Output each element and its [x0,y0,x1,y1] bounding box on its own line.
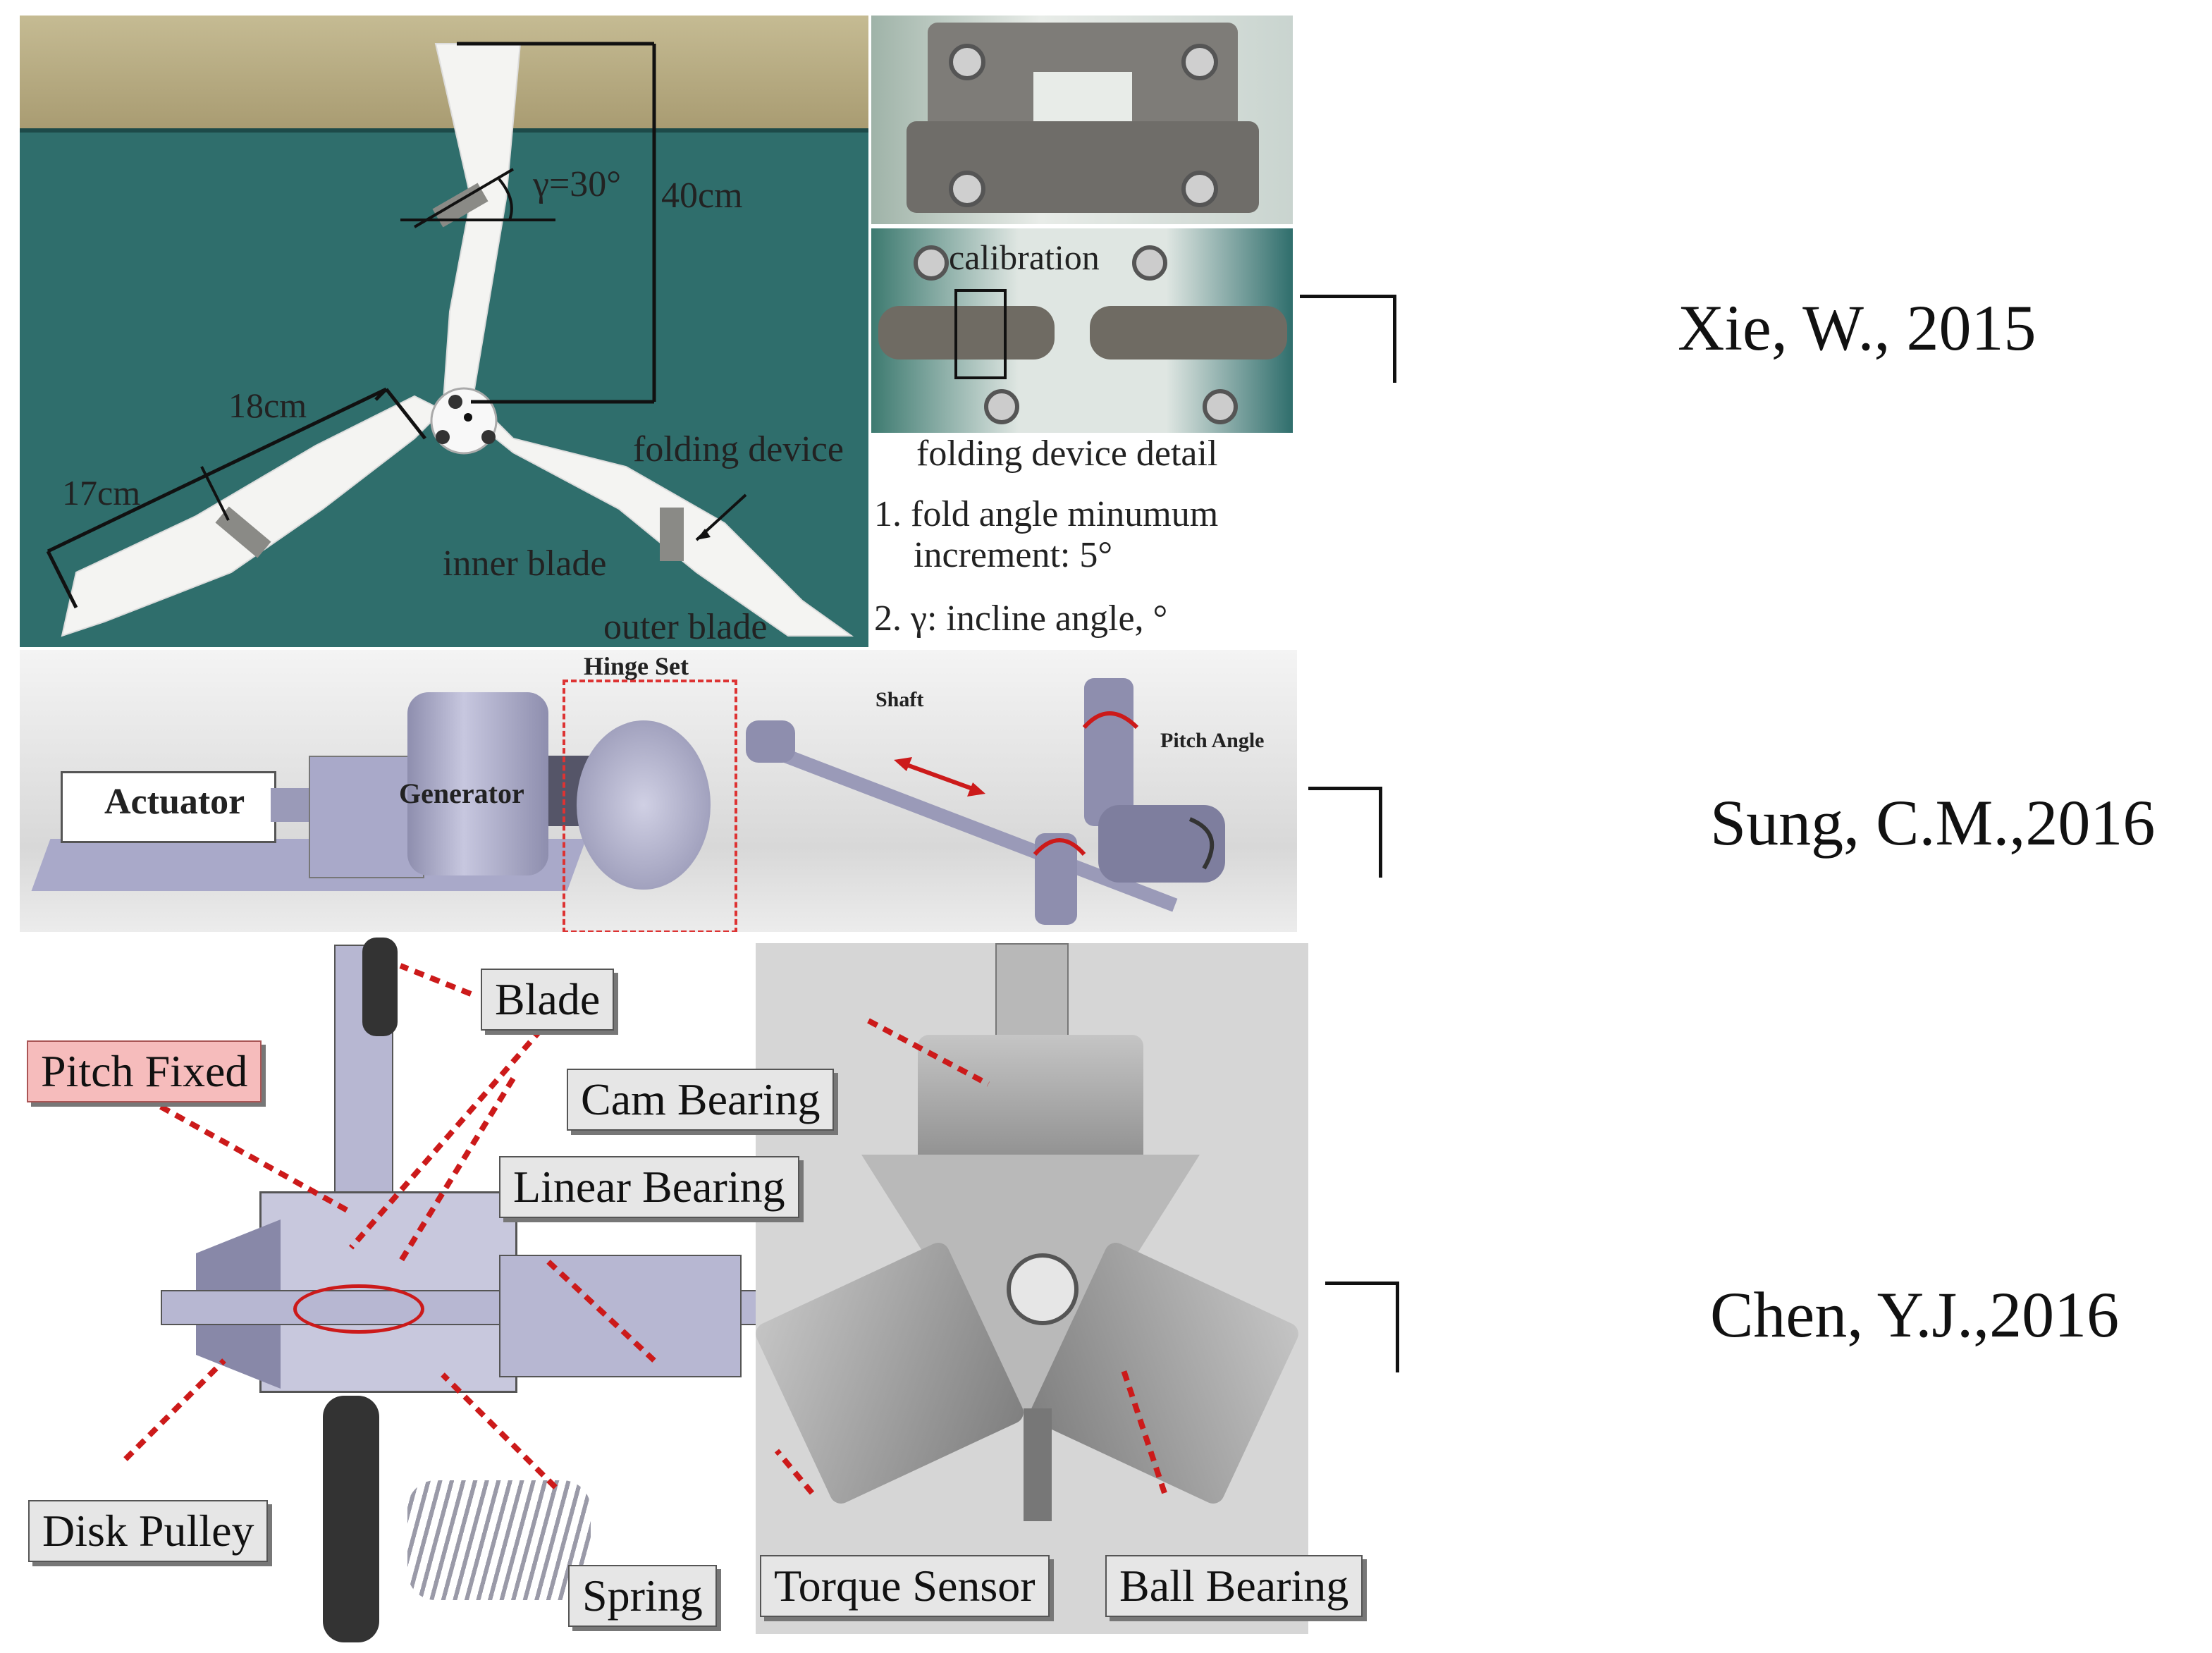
outer-span-label: 17cm [62,473,141,512]
detail-note-1a: 1. fold angle minumum [874,494,1219,534]
linear-bearing-callout: Linear Bearing [499,1156,799,1218]
blade-top [362,938,398,1036]
calibration-label: calibration [949,238,1100,277]
sung-arrows [894,711,1215,870]
pitch-angle-label: Pitch Angle [1160,729,1265,752]
bearing-ellipse [293,1284,424,1334]
torque-sensor-callout: Torque Sensor [760,1555,1050,1617]
author-chen: Chen, Y.J.,2016 [1710,1279,2120,1351]
top-blade [434,43,522,411]
generator-body [407,692,548,875]
detail-photo-bottom: calibration [871,228,1293,433]
detail-note-1b: increment: 5° [914,535,1113,575]
blade-callout: Blade [481,969,615,1031]
hinge-top [432,183,489,228]
pitch-fixed-callout: Pitch Fixed [27,1040,262,1102]
top-block [918,1035,1143,1176]
pitch-column [1084,678,1133,826]
height-label: 40cm [661,176,743,216]
bracket-sung [1308,787,1382,878]
blade-photo-panel: γ=30° 40cm 18cm 17cm folding device inne… [20,16,868,647]
calibration-box [954,289,1007,379]
spring-callout: Spring [568,1565,717,1627]
outer-blade-label: outer blade [603,607,768,647]
folding-device-label: folding device [633,429,844,469]
cam-bearing-callout: Cam Bearing [567,1069,835,1131]
hub-center [1007,1253,1079,1325]
bracket-xie [1300,295,1396,383]
spring-render [407,1480,591,1600]
pitch-joint [1098,805,1225,883]
hub-span-label: 18cm [228,386,307,425]
actuator-box [61,771,276,843]
actuator-label: Actuator [104,782,245,822]
hinge-right [660,508,684,561]
shaft-end [746,720,795,763]
chen-photo-arrows [774,1018,1167,1495]
rotor-drawing [46,42,854,637]
hinge-rod-left [878,306,1055,360]
inner-blade-label: inner blade [443,543,607,584]
left-blade [61,395,444,637]
lower-shaft [1024,1408,1052,1521]
author-xie: Xie, W., 2015 [1678,292,2036,364]
cad-panel-sung: Actuator Generator Hinge Set Shaft Pitch… [20,650,1297,932]
hub-photo-chen [756,943,1308,1634]
hinge-set-box [563,680,737,932]
chen-cad-arrows [123,963,656,1489]
author-sung: Sung, C.M.,2016 [1710,787,2156,859]
angle-label: γ=30° [533,164,622,204]
hinge-wheel [577,720,711,890]
detail-title: folding device detail [916,434,1218,474]
floor-edge [20,128,868,133]
detail-photo-top [871,16,1293,224]
hinge-rod-right [1090,306,1287,360]
detail-note-2: 2. γ: incline angle, ° [874,598,1168,639]
ball-bearing-callout: Ball Bearing [1105,1555,1363,1617]
generator-label: Generator [399,778,524,809]
bracket-chen [1325,1282,1399,1372]
hinge-set-label: Hinge Set [584,652,689,680]
torque-sensor-body [499,1255,742,1377]
disk-pulley-callout: Disk Pulley [28,1500,269,1562]
lower-blade [323,1396,379,1642]
shaft-label: Shaft [875,688,924,711]
